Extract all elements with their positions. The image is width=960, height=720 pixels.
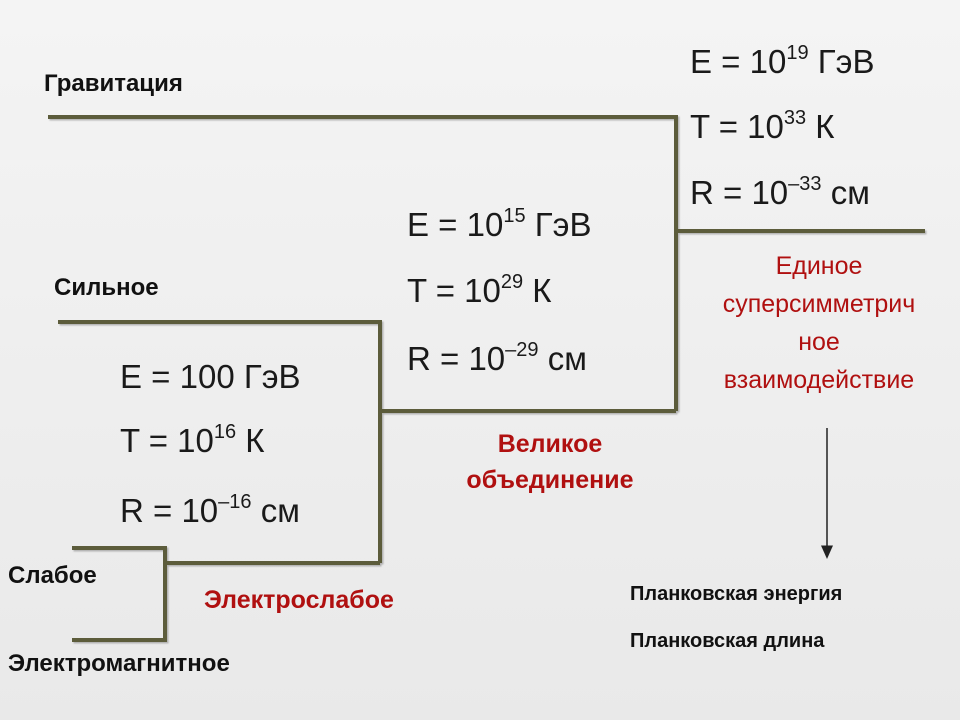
strong-line (58, 320, 382, 563)
planck-energy: E = 1019 ГэВ (690, 42, 875, 80)
gravity-line (48, 115, 678, 411)
electroweak-radius: R = 10–16 см (120, 491, 300, 529)
label-electroweak: Электрослабое (204, 586, 394, 614)
planck-radius: R = 10–33 см (690, 173, 870, 211)
planck-energy-note: Планковская энергия (630, 583, 843, 605)
grand-radius: R = 10–29 см (407, 339, 587, 377)
label-grand-unification: Великое объединение (466, 430, 634, 494)
grand-energy: E = 1015 ГэВ (407, 205, 592, 243)
label-electromagnetic: Электромагнитное (8, 650, 230, 677)
weak-em-merge-line (72, 546, 167, 642)
grand-temperature: T = 1029 К (407, 271, 552, 309)
electroweak-energy: E = 100 ГэВ (120, 358, 301, 395)
electroweak-temperature: T = 1016 К (120, 421, 265, 459)
label-weak: Слабое (8, 562, 97, 589)
label-strong: Сильное (54, 274, 159, 301)
label-supersymmetric: Единое суперсимметрич ное взаимодействие (722, 252, 916, 394)
label-gravity: Гравитация (44, 70, 183, 97)
planck-length-note: Планковская длина (630, 630, 825, 652)
planck-temperature: T = 1033 К (690, 107, 835, 145)
